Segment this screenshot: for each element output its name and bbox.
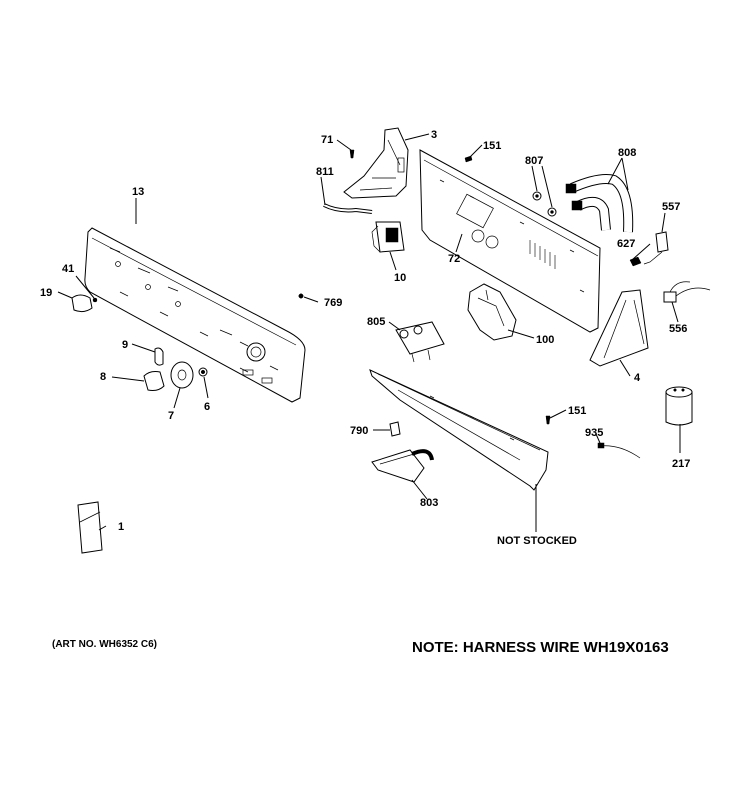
label-9: 9 (122, 339, 128, 351)
leader-lines (57, 133, 681, 532)
screw-769-part (298, 293, 304, 299)
label-41: 41 (62, 263, 74, 275)
harness-note: NOTE: HARNESS WIRE WH19X0163 (412, 639, 669, 656)
screw-151-top-part (464, 155, 473, 163)
label-935: 935 (585, 427, 603, 439)
connector-556-part (663, 281, 711, 303)
label-10: 10 (394, 272, 406, 284)
screw-71-part (349, 149, 355, 159)
label-13: 13 (132, 186, 144, 198)
knob-part (71, 294, 98, 313)
label-7: 7 (168, 410, 174, 422)
wire-935-part (597, 442, 641, 459)
button-parts (143, 347, 208, 391)
backsplash-part (419, 149, 601, 333)
dispenser-803-part (371, 449, 434, 483)
literature-part (77, 501, 103, 554)
inlet-hose-808-part (565, 174, 634, 233)
control-panel-part (84, 227, 306, 403)
label-71: 71 (321, 134, 333, 146)
label-769: 769 (324, 297, 342, 309)
pressure-switch-part (371, 221, 405, 253)
label-1: 1 (118, 521, 124, 533)
label-3: 3 (431, 129, 437, 141)
module-100-part (467, 283, 517, 341)
label-811: 811 (316, 166, 334, 178)
label-627: 627 (617, 238, 635, 250)
part-labels: 13 41 19 9 8 7 6 1 769 71 3 811 10 72 15… (40, 129, 690, 547)
label-805: 805 (367, 316, 385, 328)
label-808: 808 (618, 147, 636, 159)
label-100: 100 (536, 334, 554, 346)
label-8: 8 (100, 371, 106, 383)
water-valve-part (395, 321, 445, 363)
hose-811-part (323, 203, 373, 214)
label-72: 72 (448, 253, 460, 265)
washer-807-part (532, 191, 557, 217)
screw-151-lower-part (545, 415, 551, 425)
art-number: (ART NO. WH6352 C6) (52, 639, 157, 650)
support-tray-part (369, 369, 549, 491)
label-807: 807 (525, 155, 543, 167)
endcap-4-part (589, 289, 649, 367)
label-151-top: 151 (483, 140, 501, 152)
endcap-3-part (343, 127, 409, 199)
label-790: 790 (350, 425, 368, 437)
label-803: 803 (420, 497, 438, 509)
label-556: 556 (669, 323, 687, 335)
label-not-stocked: NOT STOCKED (497, 535, 577, 547)
label-557: 557 (662, 201, 680, 213)
capacitor-217-part (665, 386, 693, 426)
clip-790-part (389, 421, 401, 437)
label-19: 19 (40, 287, 52, 299)
bushing-627-part (629, 256, 642, 267)
label-6: 6 (204, 401, 210, 413)
label-151-lower: 151 (568, 405, 586, 417)
label-217: 217 (672, 458, 690, 470)
clip-557-part (643, 231, 669, 265)
label-4: 4 (634, 372, 641, 384)
